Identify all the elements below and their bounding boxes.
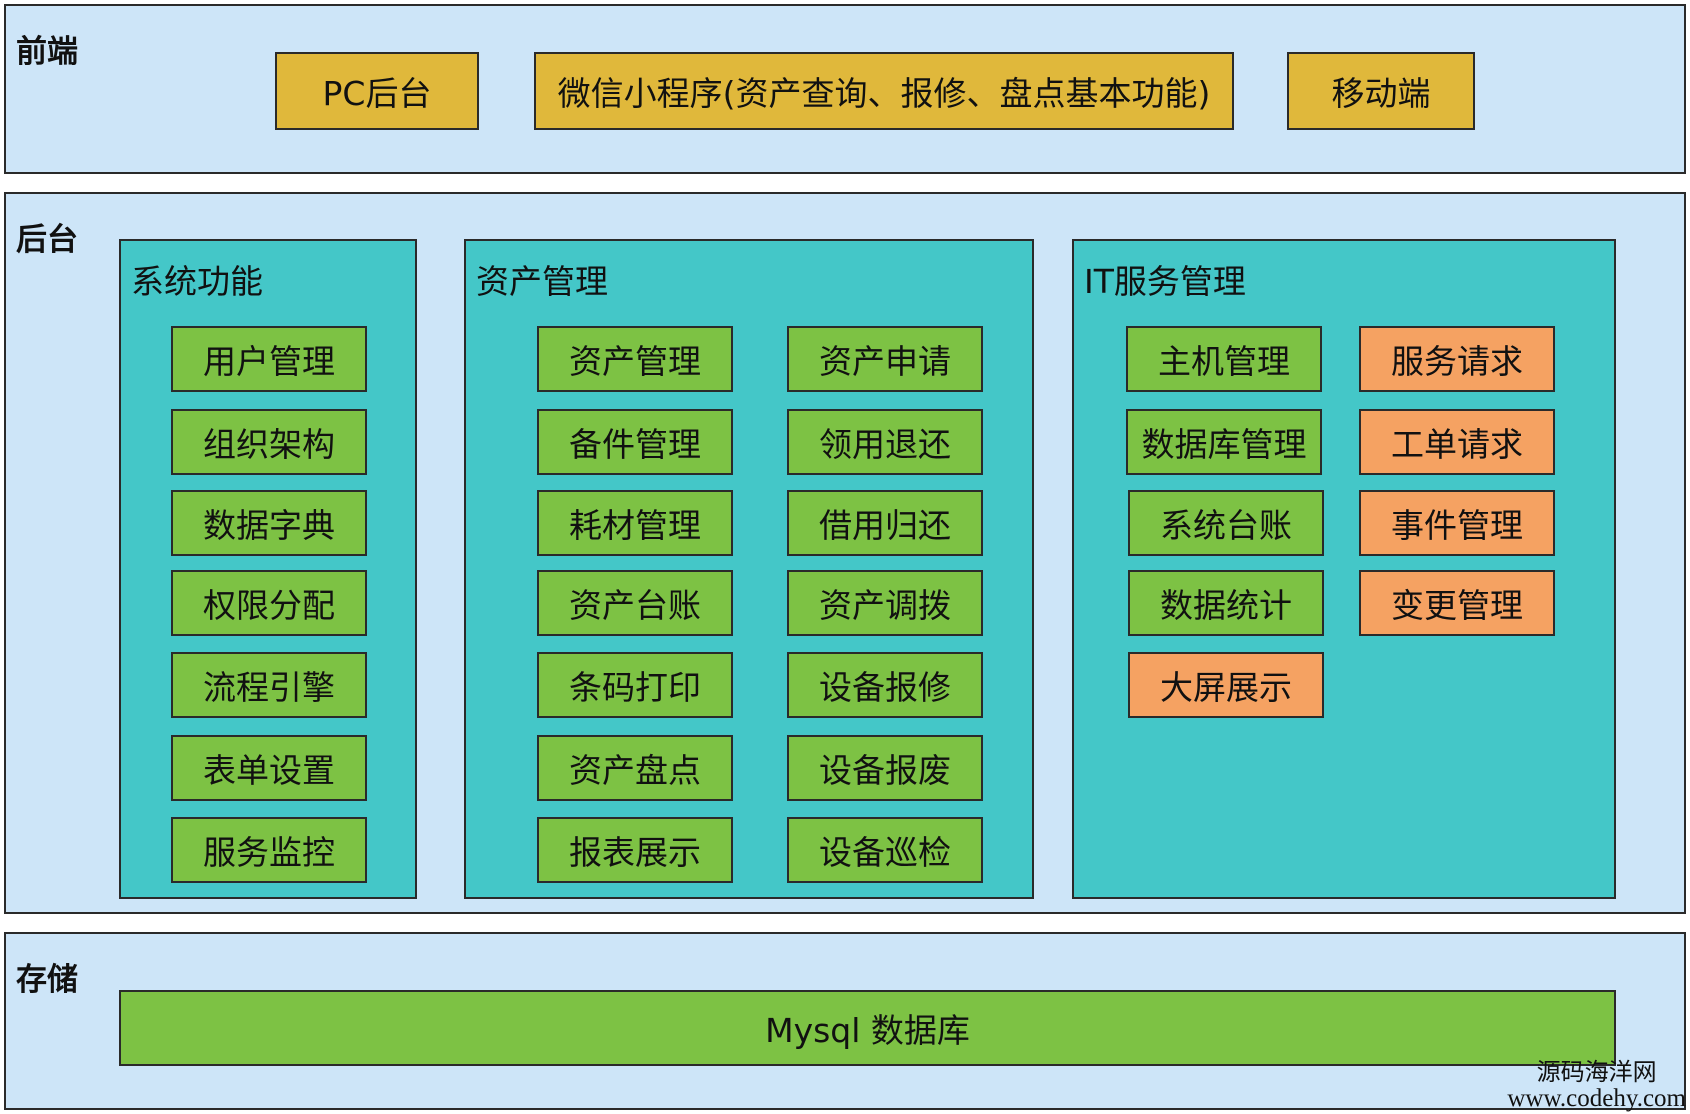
equipment-inspection-box: 设备巡检 <box>787 817 983 883</box>
backend-title: 后台 <box>16 222 78 258</box>
watermark: 源码海洋网 www.codehy.com <box>1507 1059 1686 1112</box>
asset-management-panel: 资产管理 资产管理 备件管理 耗材管理 资产台账 条码打印 资产盘点 报表展示 … <box>464 239 1034 899</box>
equipment-repair-box: 设备报修 <box>787 652 983 718</box>
org-structure-box: 组织架构 <box>171 409 367 475</box>
it-service-panel: IT服务管理 主机管理 数据库管理 系统台账 数据统计 大屏展示 服务请求 工单… <box>1072 239 1616 899</box>
service-monitoring-box: 服务监控 <box>171 817 367 883</box>
it-service-title: IT服务管理 <box>1084 262 1246 301</box>
workflow-engine-box: 流程引擎 <box>171 652 367 718</box>
storage-title: 存储 <box>16 962 78 998</box>
data-statistics-box: 数据统计 <box>1128 570 1324 636</box>
receive-return-box: 领用退还 <box>787 409 983 475</box>
mysql-database-box: Mysql 数据库 <box>119 990 1616 1066</box>
system-functions-title: 系统功能 <box>131 262 263 301</box>
pc-backend-box: PC后台 <box>275 52 479 130</box>
user-management-box: 用户管理 <box>171 326 367 392</box>
form-settings-box: 表单设置 <box>171 735 367 801</box>
ticket-request-box: 工单请求 <box>1359 409 1555 475</box>
change-management-box: 变更管理 <box>1359 570 1555 636</box>
host-management-box: 主机管理 <box>1126 326 1322 392</box>
permission-assignment-box: 权限分配 <box>171 570 367 636</box>
system-functions-panel: 系统功能 用户管理 组织架构 数据字典 权限分配 流程引擎 表单设置 服务监控 <box>119 239 417 899</box>
data-dictionary-box: 数据字典 <box>171 490 367 556</box>
consumables-box: 耗材管理 <box>537 490 733 556</box>
spare-parts-box: 备件管理 <box>537 409 733 475</box>
asset-transfer-box: 资产调拨 <box>787 570 983 636</box>
asset-management-title: 资产管理 <box>476 262 608 301</box>
incident-management-box: 事件管理 <box>1359 490 1555 556</box>
service-request-box: 服务请求 <box>1359 326 1555 392</box>
big-screen-box: 大屏展示 <box>1128 652 1324 718</box>
database-management-box: 数据库管理 <box>1126 409 1322 475</box>
watermark-url: www.codehy.com <box>1507 1084 1686 1112</box>
mobile-box: 移动端 <box>1287 52 1475 130</box>
asset-request-box: 资产申请 <box>787 326 983 392</box>
asset-inventory-box: 资产盘点 <box>537 735 733 801</box>
backend-layer: 后台 系统功能 用户管理 组织架构 数据字典 权限分配 流程引擎 表单设置 服务… <box>4 192 1686 914</box>
equipment-scrap-box: 设备报废 <box>787 735 983 801</box>
report-display-box: 报表展示 <box>537 817 733 883</box>
barcode-print-box: 条码打印 <box>537 652 733 718</box>
frontend-title: 前端 <box>16 34 78 70</box>
asset-management-box: 资产管理 <box>537 326 733 392</box>
system-ledger-box: 系统台账 <box>1128 490 1324 556</box>
borrow-return-box: 借用归还 <box>787 490 983 556</box>
watermark-name: 源码海洋网 <box>1536 1059 1657 1086</box>
wechat-miniprogram-box: 微信小程序(资产查询、报修、盘点基本功能) <box>534 52 1234 130</box>
asset-ledger-box: 资产台账 <box>537 570 733 636</box>
storage-layer: 存储 Mysql 数据库 <box>4 932 1686 1110</box>
frontend-layer: 前端 PC后台 微信小程序(资产查询、报修、盘点基本功能) 移动端 <box>4 4 1686 174</box>
